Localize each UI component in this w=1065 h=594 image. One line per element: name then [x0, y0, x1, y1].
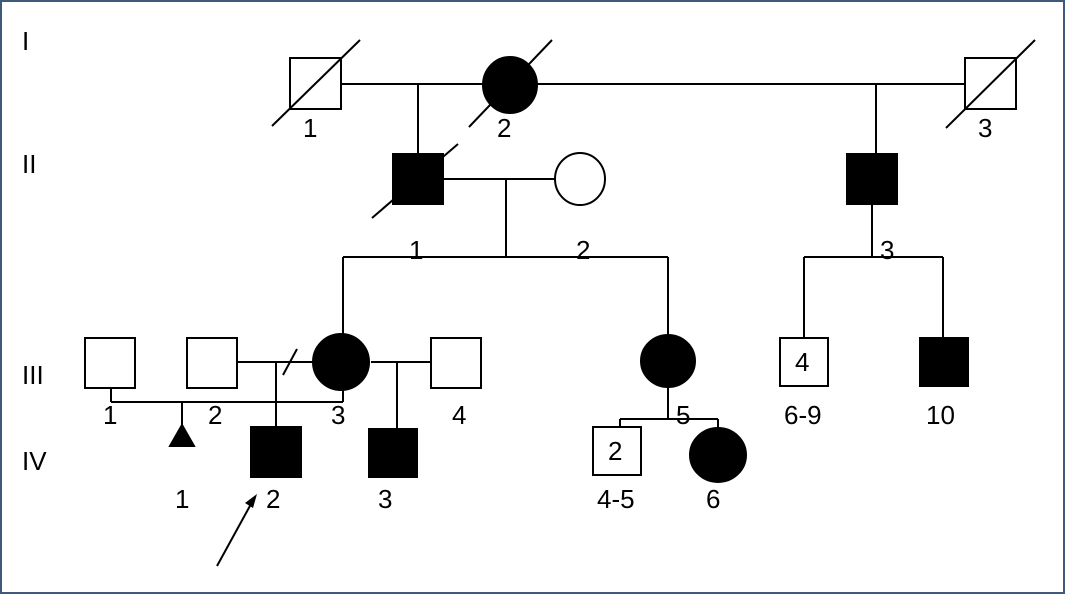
proband-arrow: [216, 494, 257, 567]
miscarriage-symbol: [168, 422, 196, 447]
individual-label: 5: [676, 400, 690, 430]
arrow-shaft: [216, 503, 252, 567]
individual-label: 2: [266, 484, 280, 514]
individual-II-2: 2: [554, 152, 606, 265]
male-symbol: [368, 428, 418, 478]
generation-label-II: II: [22, 149, 36, 179]
individual-III-4: 4: [430, 337, 482, 430]
male-symbol: [186, 337, 238, 389]
individual-label: 2: [497, 113, 511, 143]
individual-label: 1: [175, 484, 189, 514]
male-symbol: [592, 426, 642, 476]
male-symbol: [919, 337, 969, 387]
individual-label: 1: [303, 113, 317, 143]
individual-III-3: 3: [312, 333, 370, 430]
individual-III-5: 5: [640, 334, 696, 430]
female-symbol: [554, 152, 606, 206]
male-symbol: [779, 337, 829, 387]
individual-label: 4: [452, 400, 466, 430]
individual-I-3: 3: [945, 39, 1036, 143]
individual-label: 3: [880, 235, 894, 265]
individual-label: 3: [978, 113, 992, 143]
arrow-head-icon: [245, 494, 257, 508]
generation-label-I: I: [22, 26, 29, 56]
individual-II-3: 3: [846, 153, 898, 265]
individual-label: 1: [409, 235, 423, 265]
individual-label: 6: [706, 484, 720, 514]
individual-II-1: 1: [371, 143, 459, 265]
deceased-mark: [468, 39, 553, 128]
deceased-mark: [371, 143, 459, 219]
individual-label: 6-9: [784, 400, 822, 430]
individual-label: 1: [103, 400, 117, 430]
individual-I-2: 2: [468, 39, 553, 143]
generation-label-IV: IV: [22, 446, 47, 476]
male-symbol: [846, 153, 898, 205]
pedigree-lines: [110, 83, 965, 429]
individual-IV-1: 1: [168, 422, 196, 514]
male-symbol: [430, 337, 482, 389]
individual-III-10: 10: [919, 337, 969, 430]
individual-IV-4-5: 2 4-5: [592, 426, 642, 514]
individual-III-2: 2: [186, 337, 238, 430]
female-symbol: [640, 334, 696, 388]
individual-III-1: 1: [84, 337, 136, 430]
separation-mark: [282, 348, 298, 376]
individual-I-1: 1: [271, 39, 361, 143]
deceased-mark: [945, 39, 1036, 129]
female-symbol: [689, 427, 747, 483]
individual-IV-6: 6: [689, 427, 747, 514]
individual-III-6-9: 4 6-9: [779, 337, 829, 430]
individual-count: 2: [608, 436, 622, 466]
generation-label-III: III: [22, 360, 44, 390]
individual-IV-3: 3: [368, 428, 418, 514]
individual-label: 2: [576, 235, 590, 265]
individual-label: 3: [378, 484, 392, 514]
deceased-mark: [271, 39, 361, 127]
individual-IV-2: 2: [250, 426, 302, 514]
male-symbol: [250, 426, 302, 478]
individual-count: 4: [795, 347, 809, 377]
individual-label: 4-5: [597, 484, 635, 514]
individual-label: 2: [208, 400, 222, 430]
individual-label: 10: [926, 400, 955, 430]
male-symbol: [84, 337, 136, 389]
female-symbol: [312, 333, 370, 391]
individual-label: 3: [331, 400, 345, 430]
